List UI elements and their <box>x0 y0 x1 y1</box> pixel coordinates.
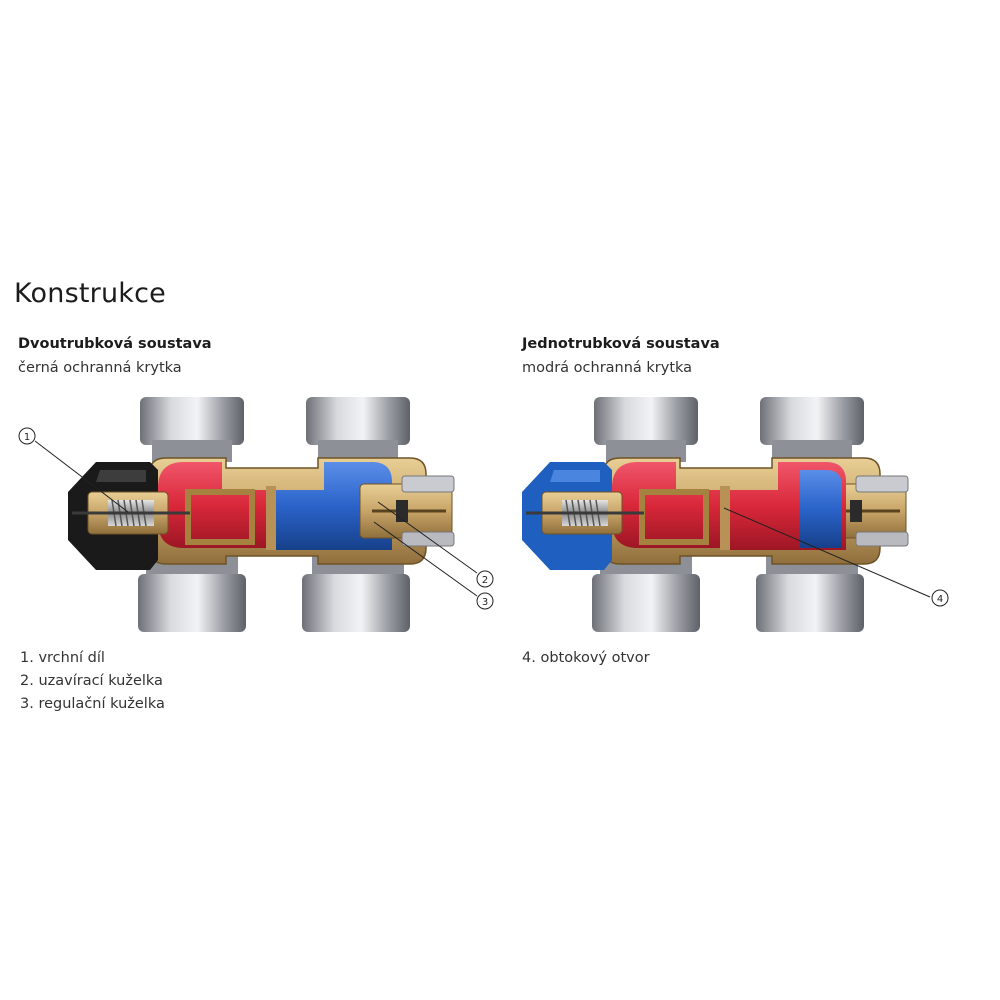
callout-3: 3 <box>476 592 494 610</box>
right-valve-illustration <box>522 397 908 632</box>
callout-2-label: 2 <box>482 575 488 586</box>
legend-item-2: 2. uzavírací kuželka <box>20 673 163 689</box>
callout-1-leader <box>34 440 129 513</box>
left-system-subtitle: černá ochranná krytka <box>18 360 182 376</box>
legend-item-1: 1. vrchní díl <box>20 650 105 666</box>
left-valve-illustration <box>68 397 454 632</box>
callout-4-label: 4 <box>937 594 943 605</box>
callout-2: 2 <box>476 570 494 588</box>
callout-1-label: 1 <box>24 432 30 443</box>
callout-4: 4 <box>931 589 949 607</box>
legend-item-4: 4. obtokový otvor <box>522 650 650 666</box>
right-legend: 4. obtokový otvor <box>522 647 650 670</box>
callout-3-label: 3 <box>482 597 488 608</box>
right-system-title: Jednotrubková soustava <box>522 336 720 352</box>
right-system-subtitle: modrá ochranná krytka <box>522 360 693 376</box>
left-system-title: Dvoutrubková soustava <box>18 336 212 352</box>
page-title: Konstrukce <box>14 278 166 309</box>
legend-item-3: 3. regulační kuželka <box>20 696 165 712</box>
callout-2-leader <box>377 501 478 574</box>
callout-4-leader <box>723 507 931 598</box>
callout-3-leader <box>373 521 478 597</box>
callout-1: 1 <box>18 427 36 445</box>
left-legend: 1. vrchní díl 2. uzavírací kuželka 3. re… <box>20 647 165 716</box>
